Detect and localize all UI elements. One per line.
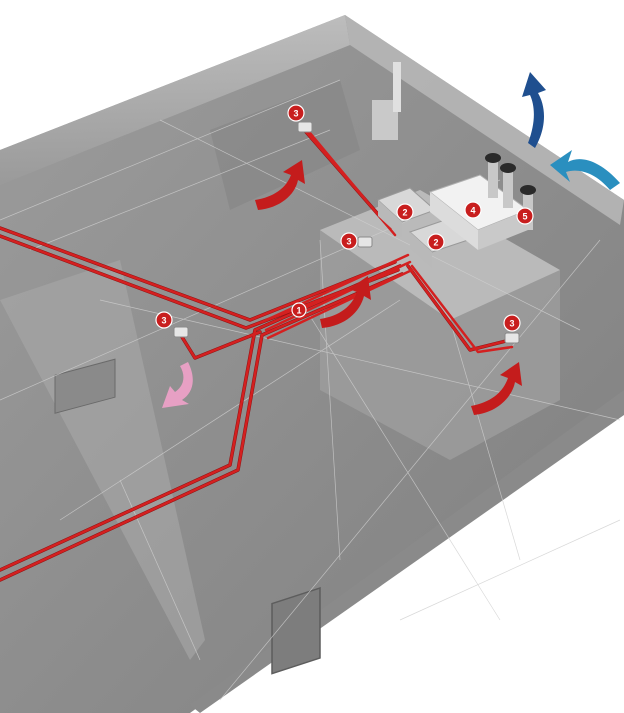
supply-air-icon xyxy=(320,276,371,328)
house-shell xyxy=(0,15,624,713)
badge-vent-kitchen: 3 xyxy=(287,104,305,122)
distributor-lower-front xyxy=(410,232,432,268)
svg-text:5: 5 xyxy=(522,212,527,222)
badge-vent-living: 3 xyxy=(155,311,173,329)
terminal-pipe xyxy=(485,153,501,198)
svg-text:3: 3 xyxy=(161,316,166,326)
svg-text:4: 4 xyxy=(470,206,475,216)
badge-main-duct: 1 xyxy=(291,302,307,318)
vent-living-head xyxy=(173,326,189,338)
svg-text:3: 3 xyxy=(346,237,351,247)
back-wall-left xyxy=(0,15,350,185)
badge-vent-hall: 3 xyxy=(340,232,358,250)
badges: 1 2 2 3 3 3 3 4 xyxy=(155,104,534,332)
stove-pipe xyxy=(393,62,401,112)
badge-distributor-lower: 2 xyxy=(427,233,445,251)
badge-distributor-upper: 2 xyxy=(396,203,414,221)
kitchen-counter xyxy=(210,80,360,210)
badge-roof-terminal: 5 xyxy=(516,207,534,225)
recovery-unit-side xyxy=(478,210,528,250)
svg-text:1: 1 xyxy=(296,306,301,316)
equipment xyxy=(377,174,530,268)
supply-air-icon xyxy=(471,362,522,415)
duct-main-bundle xyxy=(260,253,410,324)
vent-bath-head xyxy=(504,332,520,344)
badge-vent-bath: 3 xyxy=(503,314,521,332)
badge-recovery-unit: 4 xyxy=(464,201,482,219)
bathroom-top xyxy=(320,190,560,320)
bed xyxy=(54,358,116,414)
extract-air-icon xyxy=(162,362,193,408)
svg-text:3: 3 xyxy=(293,109,298,119)
svg-text:3: 3 xyxy=(509,319,514,329)
airflow-arrows xyxy=(162,72,620,415)
vent-hall-head xyxy=(357,236,373,248)
svg-text:2: 2 xyxy=(402,208,407,218)
arrow-in-icon xyxy=(550,150,620,190)
svg-text:2: 2 xyxy=(433,238,438,248)
distributor-upper-front xyxy=(378,200,402,238)
arrow-out-icon xyxy=(522,72,546,148)
vent-heads xyxy=(173,121,520,344)
front-door xyxy=(271,587,321,675)
recovery-unit-front xyxy=(430,192,478,250)
left-room-wall xyxy=(0,260,205,660)
terminal-pipe xyxy=(500,163,516,208)
vent-kitchen-head xyxy=(297,121,313,133)
back-wall-right xyxy=(345,15,624,225)
supply-air-icon xyxy=(255,160,305,210)
